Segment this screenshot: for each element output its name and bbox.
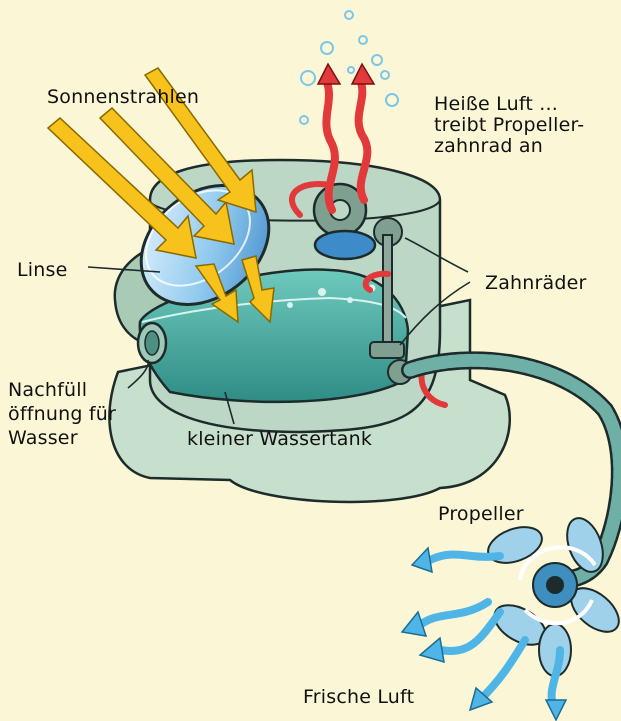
- air-bubbles: [300, 11, 398, 124]
- label-water-tank: kleiner Wassertank: [187, 428, 372, 450]
- label-hot-air: Heiße Luft ... treibt Propeller- zahnrad…: [434, 94, 584, 157]
- label-fresh-air: Frische Luft: [303, 686, 414, 708]
- label-propeller: Propeller: [438, 503, 524, 525]
- label-gears: Zahnräder: [485, 272, 587, 294]
- propeller: [483, 513, 621, 676]
- label-refill-opening: Nachfüll öffnung für Wasser: [8, 378, 116, 450]
- label-sunrays: Sonnenstrahlen: [47, 86, 199, 108]
- label-lens: Linse: [17, 259, 68, 281]
